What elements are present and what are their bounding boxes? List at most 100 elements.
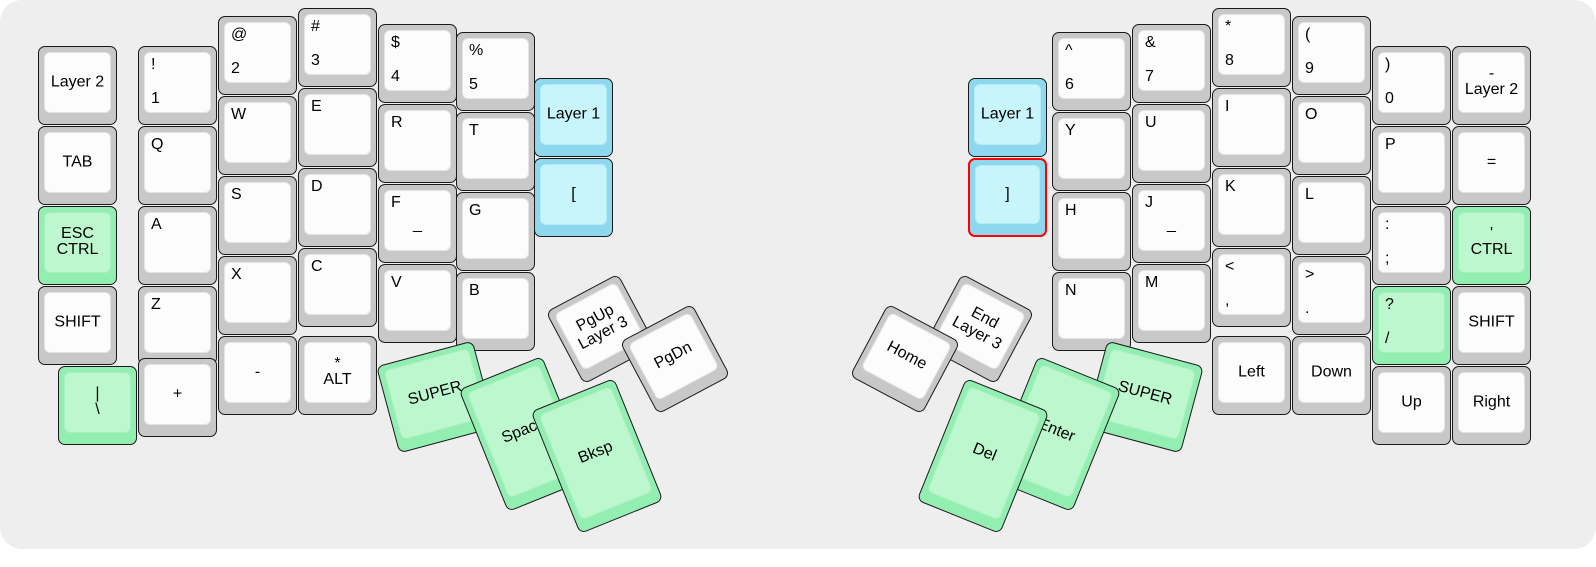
key-v[interactable]: V	[378, 264, 457, 343]
key-ctrl[interactable]: ' CTRL	[1452, 206, 1531, 285]
minus-key[interactable]: -	[218, 336, 297, 415]
key-legend-top: )	[1385, 56, 1391, 73]
plus-key[interactable]: +	[138, 358, 217, 437]
key-asterisk[interactable]: *8	[1212, 8, 1291, 87]
key-gt[interactable]: >.	[1292, 256, 1371, 335]
keycap-surface: +	[144, 364, 211, 425]
left-arrow-key[interactable]: Left	[1212, 336, 1291, 415]
key-i[interactable]: I	[1212, 88, 1291, 167]
key-layer-2[interactable]: Layer 2	[38, 46, 117, 125]
keycap-surface: &7	[1138, 30, 1205, 91]
key-legend-top: U	[1145, 114, 1157, 131]
key-hash[interactable]: #3	[298, 8, 377, 87]
keycap-surface: (9	[1298, 22, 1365, 83]
key-z[interactable]: Z	[138, 286, 217, 365]
key-colon[interactable]: :;	[1372, 206, 1451, 285]
key-h[interactable]: H	[1052, 192, 1131, 271]
key-legend-bottom: 2	[231, 60, 240, 78]
key-e[interactable]: E	[298, 88, 377, 167]
key-legend-top: S	[231, 186, 242, 203]
key-u[interactable]: U	[1132, 104, 1211, 183]
key-amp[interactable]: &7	[1132, 24, 1211, 103]
key-legend-top: B	[469, 282, 480, 299]
keycap-surface: A	[144, 212, 211, 273]
key-k[interactable]: K	[1212, 168, 1291, 247]
key-legend-center: Del	[970, 440, 999, 465]
keycap-surface: I	[1218, 94, 1285, 155]
key-layer-2[interactable]: - Layer 2	[1452, 46, 1531, 125]
key-legend-top: L	[1305, 186, 1314, 203]
key-o[interactable]: O	[1292, 96, 1371, 175]
key-legend-top: <	[1225, 258, 1235, 275]
key-ctrl[interactable]: ESC CTRL	[38, 206, 117, 285]
key-legend-center: +	[172, 385, 183, 403]
key-lbracket[interactable]: [	[534, 158, 613, 237]
key-legend-top: G	[469, 202, 482, 219]
key-equal[interactable]: =	[1452, 126, 1531, 205]
key-legend-top: J	[1145, 194, 1153, 211]
key-n[interactable]: N	[1052, 272, 1131, 351]
key-legend-bottom: 8	[1225, 52, 1234, 70]
key-question[interactable]: ?/	[1372, 286, 1451, 365]
key-percent[interactable]: %5	[456, 32, 535, 111]
key-legend-top: *	[1225, 18, 1232, 35]
key-d[interactable]: D	[298, 168, 377, 247]
up-arrow-key[interactable]: Up	[1372, 366, 1451, 445]
keycap-surface: :;	[1378, 212, 1445, 273]
key-w[interactable]: W	[218, 96, 297, 175]
keycap-surface: [	[540, 164, 607, 225]
key-at[interactable]: @2	[218, 16, 297, 95]
keycap-surface: TAB	[44, 132, 111, 193]
key-lt[interactable]: <,	[1212, 248, 1291, 327]
key-legend-top: &	[1145, 34, 1156, 51]
key-caret[interactable]: ^6	[1052, 32, 1131, 111]
key-legend-top: T	[469, 122, 479, 139]
key-legend-top: F	[391, 194, 401, 211]
keycap-surface: - Layer 2	[1458, 52, 1525, 113]
key-r[interactable]: R	[378, 104, 457, 183]
key-j[interactable]: J_	[1132, 184, 1211, 263]
keycap-surface: H	[1058, 198, 1125, 259]
key-layer-1[interactable]: Layer 1	[968, 78, 1047, 157]
key-layer-1[interactable]: Layer 1	[534, 78, 613, 157]
key-exclam[interactable]: !1	[138, 46, 217, 125]
key-legend-center: -	[254, 363, 261, 381]
key-rbracket[interactable]: ]	[968, 158, 1047, 237]
key-a[interactable]: A	[138, 206, 217, 285]
key-b[interactable]: B	[456, 272, 535, 351]
key-legend-top: ^	[1065, 42, 1073, 59]
key-m[interactable]: M	[1132, 264, 1211, 343]
key-c[interactable]: C	[298, 248, 377, 327]
key-dollar[interactable]: $4	[378, 24, 457, 103]
key-legend-bottom: 3	[311, 52, 320, 70]
key-p[interactable]: P	[1372, 126, 1451, 205]
key-legend-top: Y	[1065, 122, 1076, 139]
key-shift[interactable]: SHIFT	[38, 286, 117, 365]
key-t[interactable]: T	[456, 112, 535, 191]
key-q[interactable]: Q	[138, 126, 217, 205]
keycap-surface: F_	[384, 190, 451, 251]
key-s[interactable]: S	[218, 176, 297, 255]
keycap-surface: K	[1218, 174, 1285, 235]
key-shift[interactable]: SHIFT	[1452, 286, 1531, 365]
alt-key[interactable]: * ALT	[298, 336, 377, 415]
key-tab[interactable]: TAB	[38, 126, 117, 205]
key-lparen[interactable]: (9	[1292, 16, 1371, 95]
key-legend-top: M	[1145, 274, 1159, 291]
key-legend-top: E	[311, 98, 322, 115]
right-arrow-key[interactable]: Right	[1452, 366, 1531, 445]
pipe-backslash-key[interactable]: | \	[58, 366, 137, 445]
key-l[interactable]: L	[1292, 176, 1371, 255]
key-legend-top: >	[1305, 266, 1315, 283]
key-g[interactable]: G	[456, 192, 535, 271]
key-legend-top: A	[151, 216, 162, 233]
key-legend-bottom: /	[1385, 330, 1390, 348]
key-legend-top: K	[1225, 178, 1236, 195]
key-rparen[interactable]: )0	[1372, 46, 1451, 125]
keycap-surface: ^6	[1058, 38, 1125, 99]
key-f[interactable]: F_	[378, 184, 457, 263]
down-arrow-key[interactable]: Down	[1292, 336, 1371, 415]
key-y[interactable]: Y	[1052, 112, 1131, 191]
key-legend-center: SHIFT	[54, 313, 101, 331]
key-x[interactable]: X	[218, 256, 297, 335]
